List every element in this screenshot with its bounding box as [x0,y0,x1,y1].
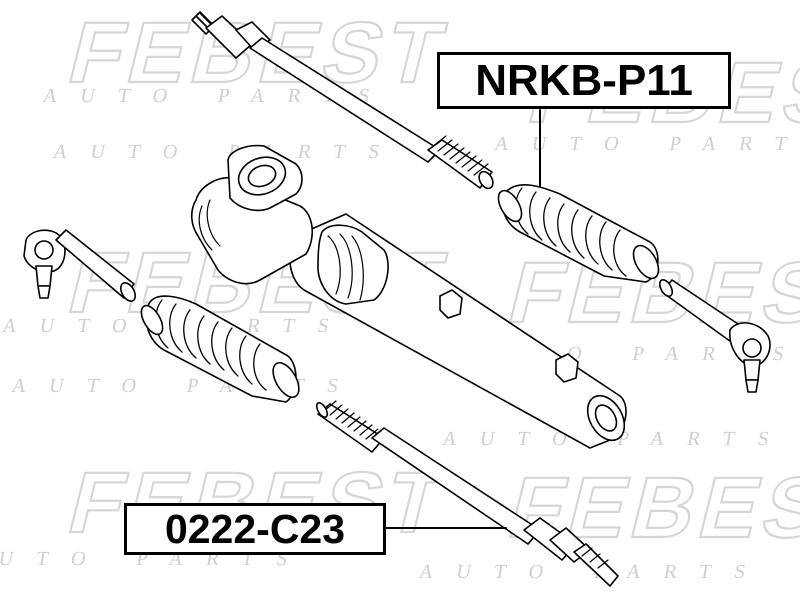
part-number-label-tie-rod: 0222-C23 [124,503,386,555]
watermark-tagline: AUTO PARTS [417,561,770,583]
steering-rack-housing [190,144,627,449]
lower-inner-tie-rod [315,400,619,587]
upper-inner-tie-rod [191,11,494,190]
watermark-tagline: AUTO PARTS [10,375,363,397]
outer-tie-rod-end-left [23,229,137,302]
outer-tie-rod-end-right [658,279,771,393]
watermark-tagline: AUTO PARTS [493,133,800,155]
steering-rack-boot-right [497,183,660,283]
watermark-tagline: AUTO PARTS [41,85,394,107]
watermark-tagline: AUTO PARTS [51,141,404,163]
part-number-label-boot: NRKB-P11 [437,52,731,109]
steering-rack-boot-left [140,295,300,403]
